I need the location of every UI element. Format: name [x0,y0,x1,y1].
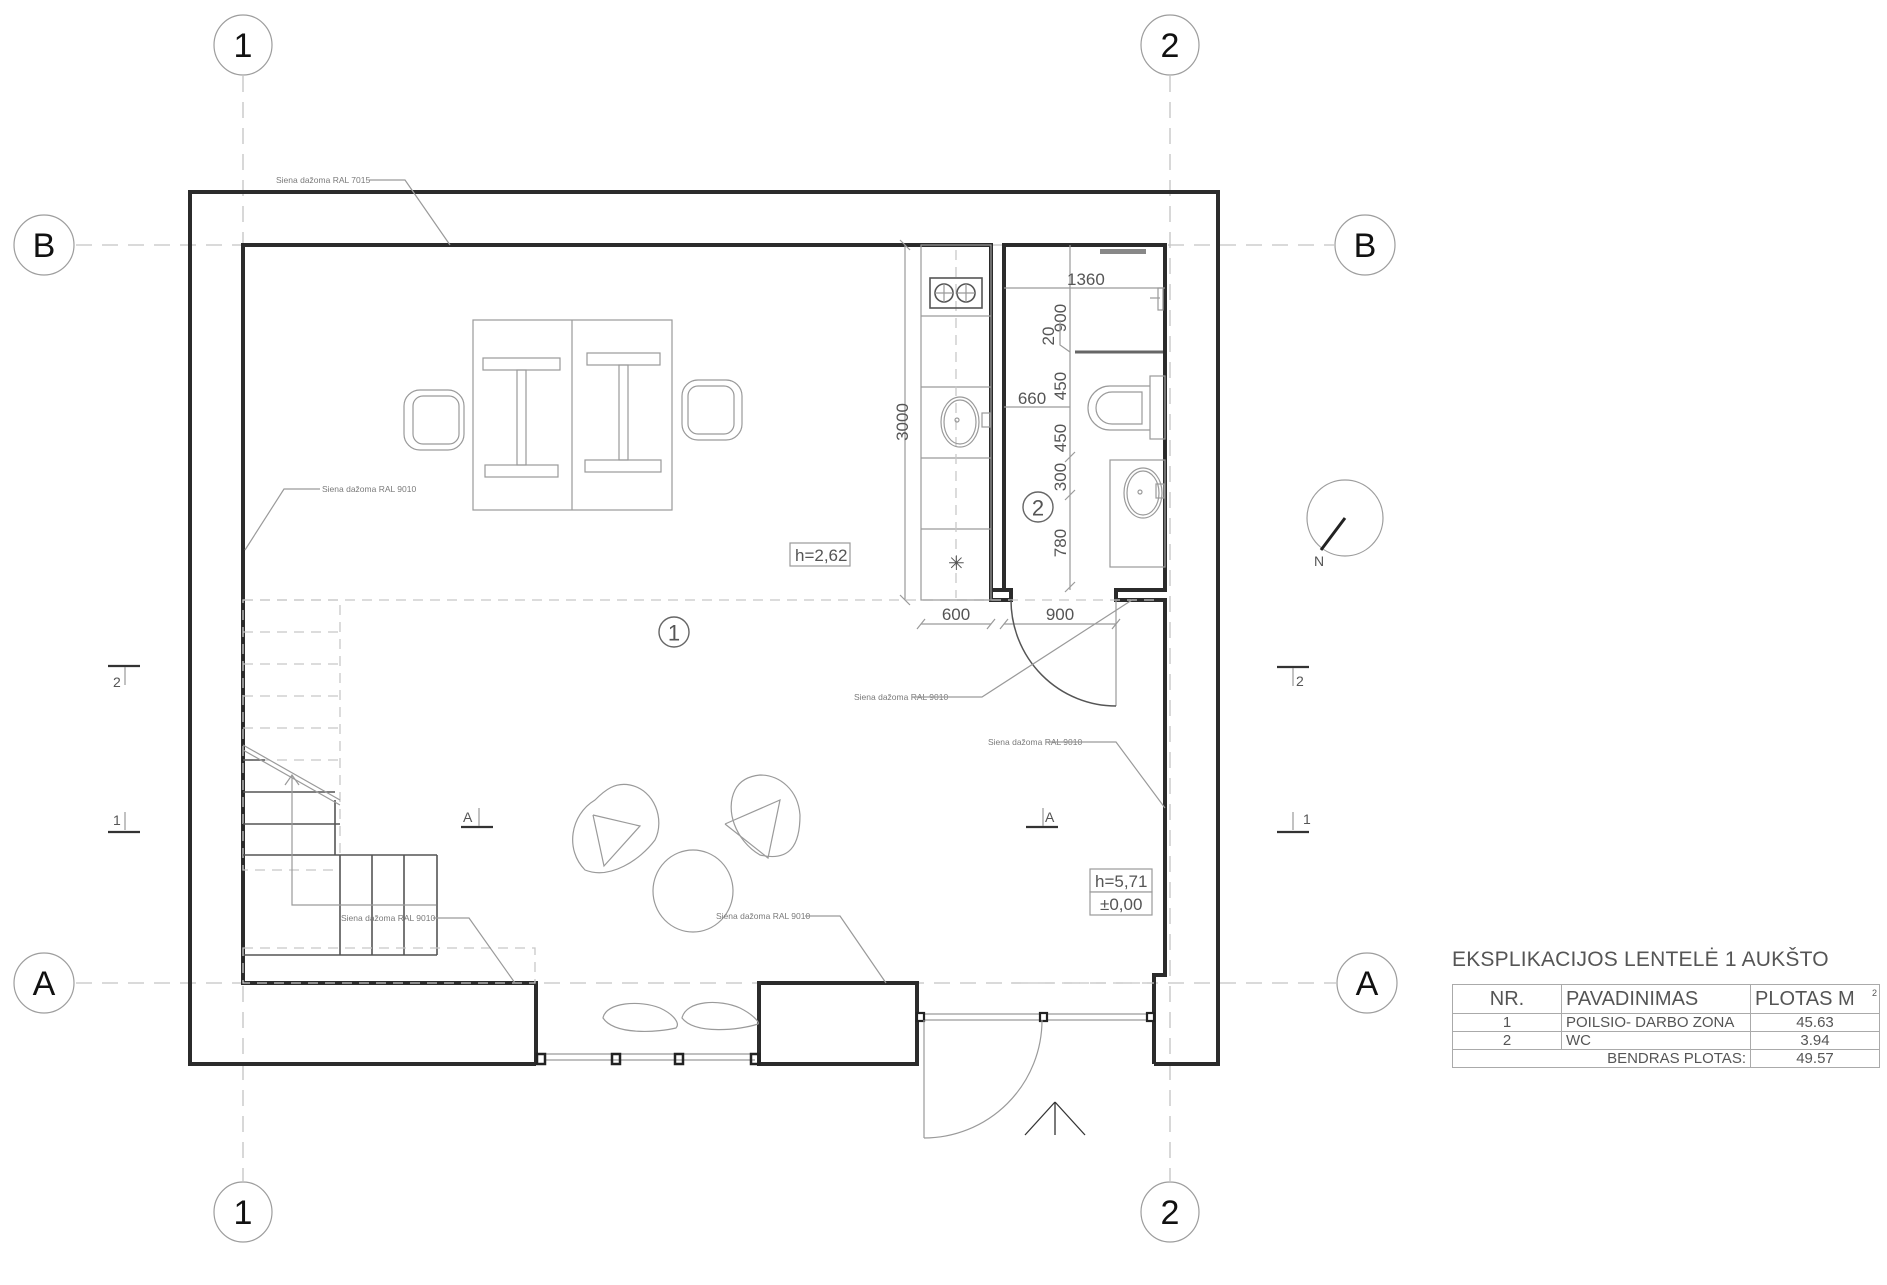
armchair-left [403,389,465,451]
grid-bubble-a-left: A [13,952,75,1014]
grid-bubble-2-bottom: 2 [1140,1181,1200,1243]
room-tag-2: 2 [1022,491,1054,523]
svg-text:2: 2 [1032,496,1044,521]
appliance-star-icon: ✳ [948,553,965,575]
table-total-row: BENDRAS PLOTAS: 49.57 [1452,1049,1880,1068]
svg-text:Siena dažoma RAL 9010: Siena dažoma RAL 9010 [988,737,1082,747]
section-marker-a-right: A [1026,808,1058,829]
header-nr: NR. [1452,984,1562,1014]
svg-text:1360: 1360 [1067,270,1105,289]
grid-bubble-b-right: B [1334,214,1396,276]
svg-text:N: N [1314,553,1324,569]
wc-fixtures [1075,249,1166,568]
wc-door [1010,599,1117,707]
svg-text:1: 1 [1303,811,1311,827]
svg-text:A: A [463,809,473,825]
grid-bubble-a-right: A [1336,952,1398,1014]
coffee-table [652,849,734,933]
section-marker-2-right: 2 [1277,665,1309,689]
lounge-chair-left [572,783,660,874]
kitchen-counter: ✳ [920,244,992,601]
grid-bubble-1-bottom: 1 [213,1181,273,1243]
staircase [242,599,536,984]
svg-text:600: 600 [942,605,970,624]
svg-text:Siena dažoma RAL 9010: Siena dažoma RAL 9010 [854,692,948,702]
level-mezzanine: h=2,62 [789,542,851,567]
desk-table [472,319,673,511]
annotation-wall-wc: Siena dažoma RAL 9010 [854,599,1133,702]
armchair-right [681,379,743,441]
grid-bubble-1-top: 1 [213,14,273,76]
wc-dimensions: 1360 900 20 450 660 450 300 780 [1004,245,1165,593]
svg-text:Siena dažoma RAL 9010: Siena dažoma RAL 9010 [322,484,416,494]
svg-text:3000: 3000 [893,403,912,441]
svg-text:20: 20 [1039,327,1058,346]
wc-sink-icon [1109,459,1166,568]
svg-text:Siena dažoma RAL 9010: Siena dažoma RAL 9010 [716,911,810,921]
svg-text:Siena dažoma RAL 9010: Siena dažoma RAL 9010 [341,913,435,923]
annotation-wall-left: Siena dažoma RAL 9010 [244,484,416,551]
cooktop-icon [929,277,983,309]
annotation-wall-bottom: Siena dažoma RAL 9010 [716,911,887,984]
svg-text:900: 900 [1051,304,1070,332]
table-row: 2 WC 3.94 [1452,1031,1880,1050]
svg-text:B: B [33,227,56,265]
section-marker-a-left: A [461,808,493,829]
svg-text:A: A [1356,965,1379,1003]
svg-text:Siena dažoma RAL 7015: Siena dažoma RAL 7015 [276,175,370,185]
svg-text:900: 900 [1046,605,1074,624]
svg-text:h=5,71: h=5,71 [1095,872,1147,891]
svg-text:B: B [1354,227,1377,265]
svg-text:1: 1 [234,1194,253,1232]
svg-text:A: A [33,965,56,1003]
entrance-door [915,1011,1156,1139]
shower-mixer-icon [1150,287,1164,311]
room-tag-1: 1 [658,616,690,648]
section-marker-2-left: 2 [108,664,140,690]
window-bottom [535,1052,761,1066]
table-row: 1 POILSIO- DARBO ZONA 45.63 [1452,1013,1880,1032]
annotation-wall-stair: Siena dažoma RAL 9010 [341,913,516,984]
svg-text:450: 450 [1051,372,1070,400]
svg-text:2: 2 [1161,27,1180,65]
svg-text:660: 660 [1018,389,1046,408]
svg-text:1: 1 [113,812,121,828]
section-marker-1-left: 1 [108,812,140,834]
svg-text:2: 2 [1161,1194,1180,1232]
svg-text:300: 300 [1051,463,1070,491]
annotation-wall-right: Siena dažoma RAL 9010 [988,737,1166,809]
svg-text:h=2,62: h=2,62 [795,546,847,565]
kitchen-dimensions: 3000 600 900 [893,239,1121,630]
svg-text:2: 2 [1296,673,1304,689]
svg-text:1: 1 [234,27,253,65]
level-main: h=5,71 ±0,00 [1089,868,1153,916]
header-name: PAVADINIMAS [1561,984,1751,1014]
section-marker-1-right: 1 [1277,811,1311,834]
lounge-chair-right [724,774,801,860]
svg-text:780: 780 [1051,529,1070,557]
toilet-icon [1087,375,1166,440]
svg-text:A: A [1045,809,1055,825]
svg-text:2: 2 [113,674,121,690]
kitchen-sink-icon [940,396,991,448]
svg-text:1: 1 [668,621,680,646]
north-arrow-icon: N [1306,479,1384,569]
floor-cushions [602,1001,759,1032]
grid-bubble-2-top: 2 [1140,14,1200,76]
grid-bubble-b-left: B [13,214,75,276]
svg-text:±0,00: ±0,00 [1100,895,1142,914]
svg-text:450: 450 [1051,424,1070,452]
explication-table-title: EKSPLIKACIJOS LENTELĖ 1 AUKŠTO [1452,948,1829,971]
annotation-wall-outer: Siena dažoma RAL 7015 [276,175,451,246]
